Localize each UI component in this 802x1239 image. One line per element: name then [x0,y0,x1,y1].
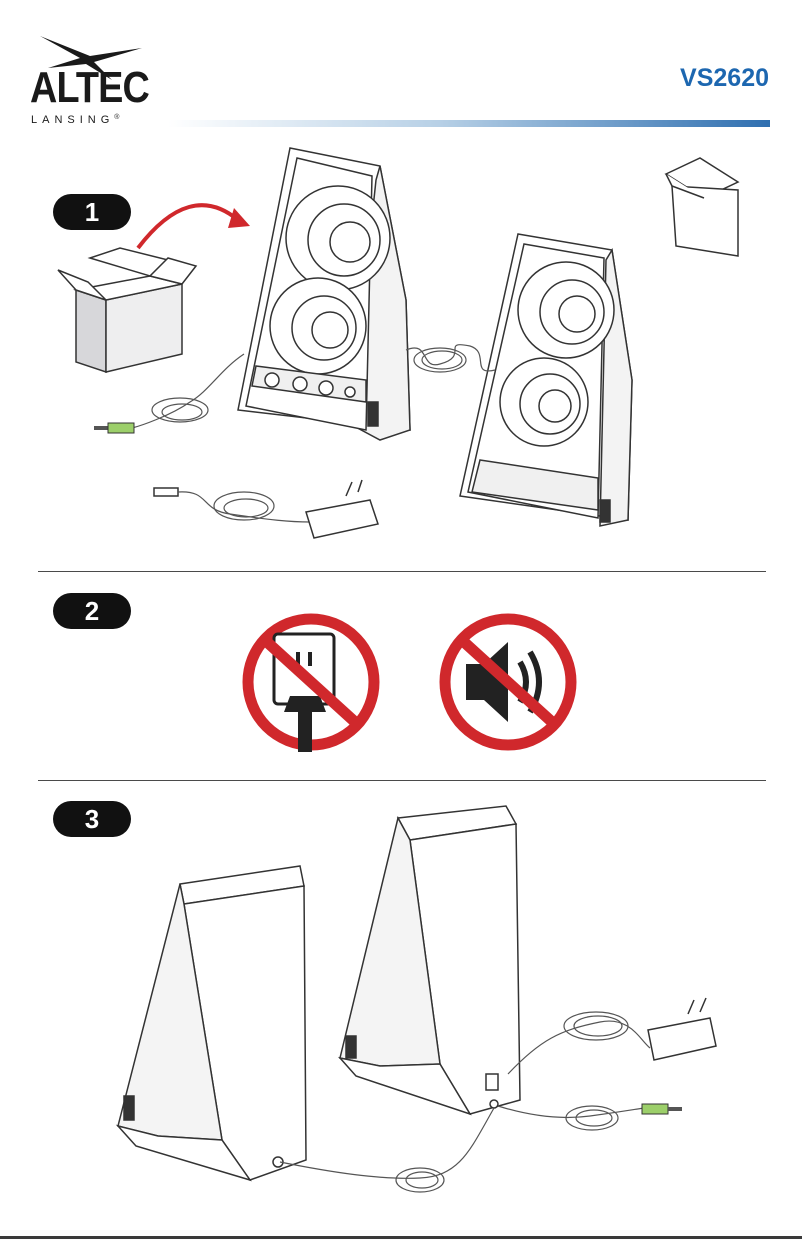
open-box-icon [57,247,198,374]
do-not-plug-in-icon [242,613,380,752]
model-number: VS2620 [680,64,769,92]
altec-lansing-logo [40,36,142,80]
audio-jack-green-icon-2 [641,1103,682,1115]
speaker-link-cable [405,344,496,373]
link-cable [279,1107,495,1193]
audio-jack-green-icon [94,422,135,434]
logo-star-icon [40,36,142,80]
audio-input-cable [131,353,245,429]
header-gradient-rule [168,120,770,127]
step-2-warnings [242,613,577,752]
step-2-badge: 2 [53,593,131,629]
step-1-illustration [57,147,740,539]
right-speaker-back [337,805,521,1116]
right-speaker-front [459,233,633,527]
step-3-illustration [115,805,717,1193]
divider-1 [38,571,766,572]
power-adapter-icon-2 [647,997,717,1061]
step-3-badge: 3 [53,801,131,837]
left-speaker-front [237,147,411,441]
manual-booklet-icon [664,157,740,257]
step-1-badge: 1 [53,194,131,230]
power-adapter-icon [153,479,379,539]
brand-name: ALTEC [30,63,150,112]
unpack-arrow-icon [136,203,250,250]
trademark: ® [114,114,120,121]
left-speaker-back [115,865,307,1182]
audio-cable-step3 [497,1105,645,1131]
bottom-rule [0,1236,802,1239]
brand-tagline: LANSING® [31,114,120,126]
power-cable [507,1011,651,1075]
divider-2 [38,780,766,781]
audio-off-icon [439,613,577,751]
